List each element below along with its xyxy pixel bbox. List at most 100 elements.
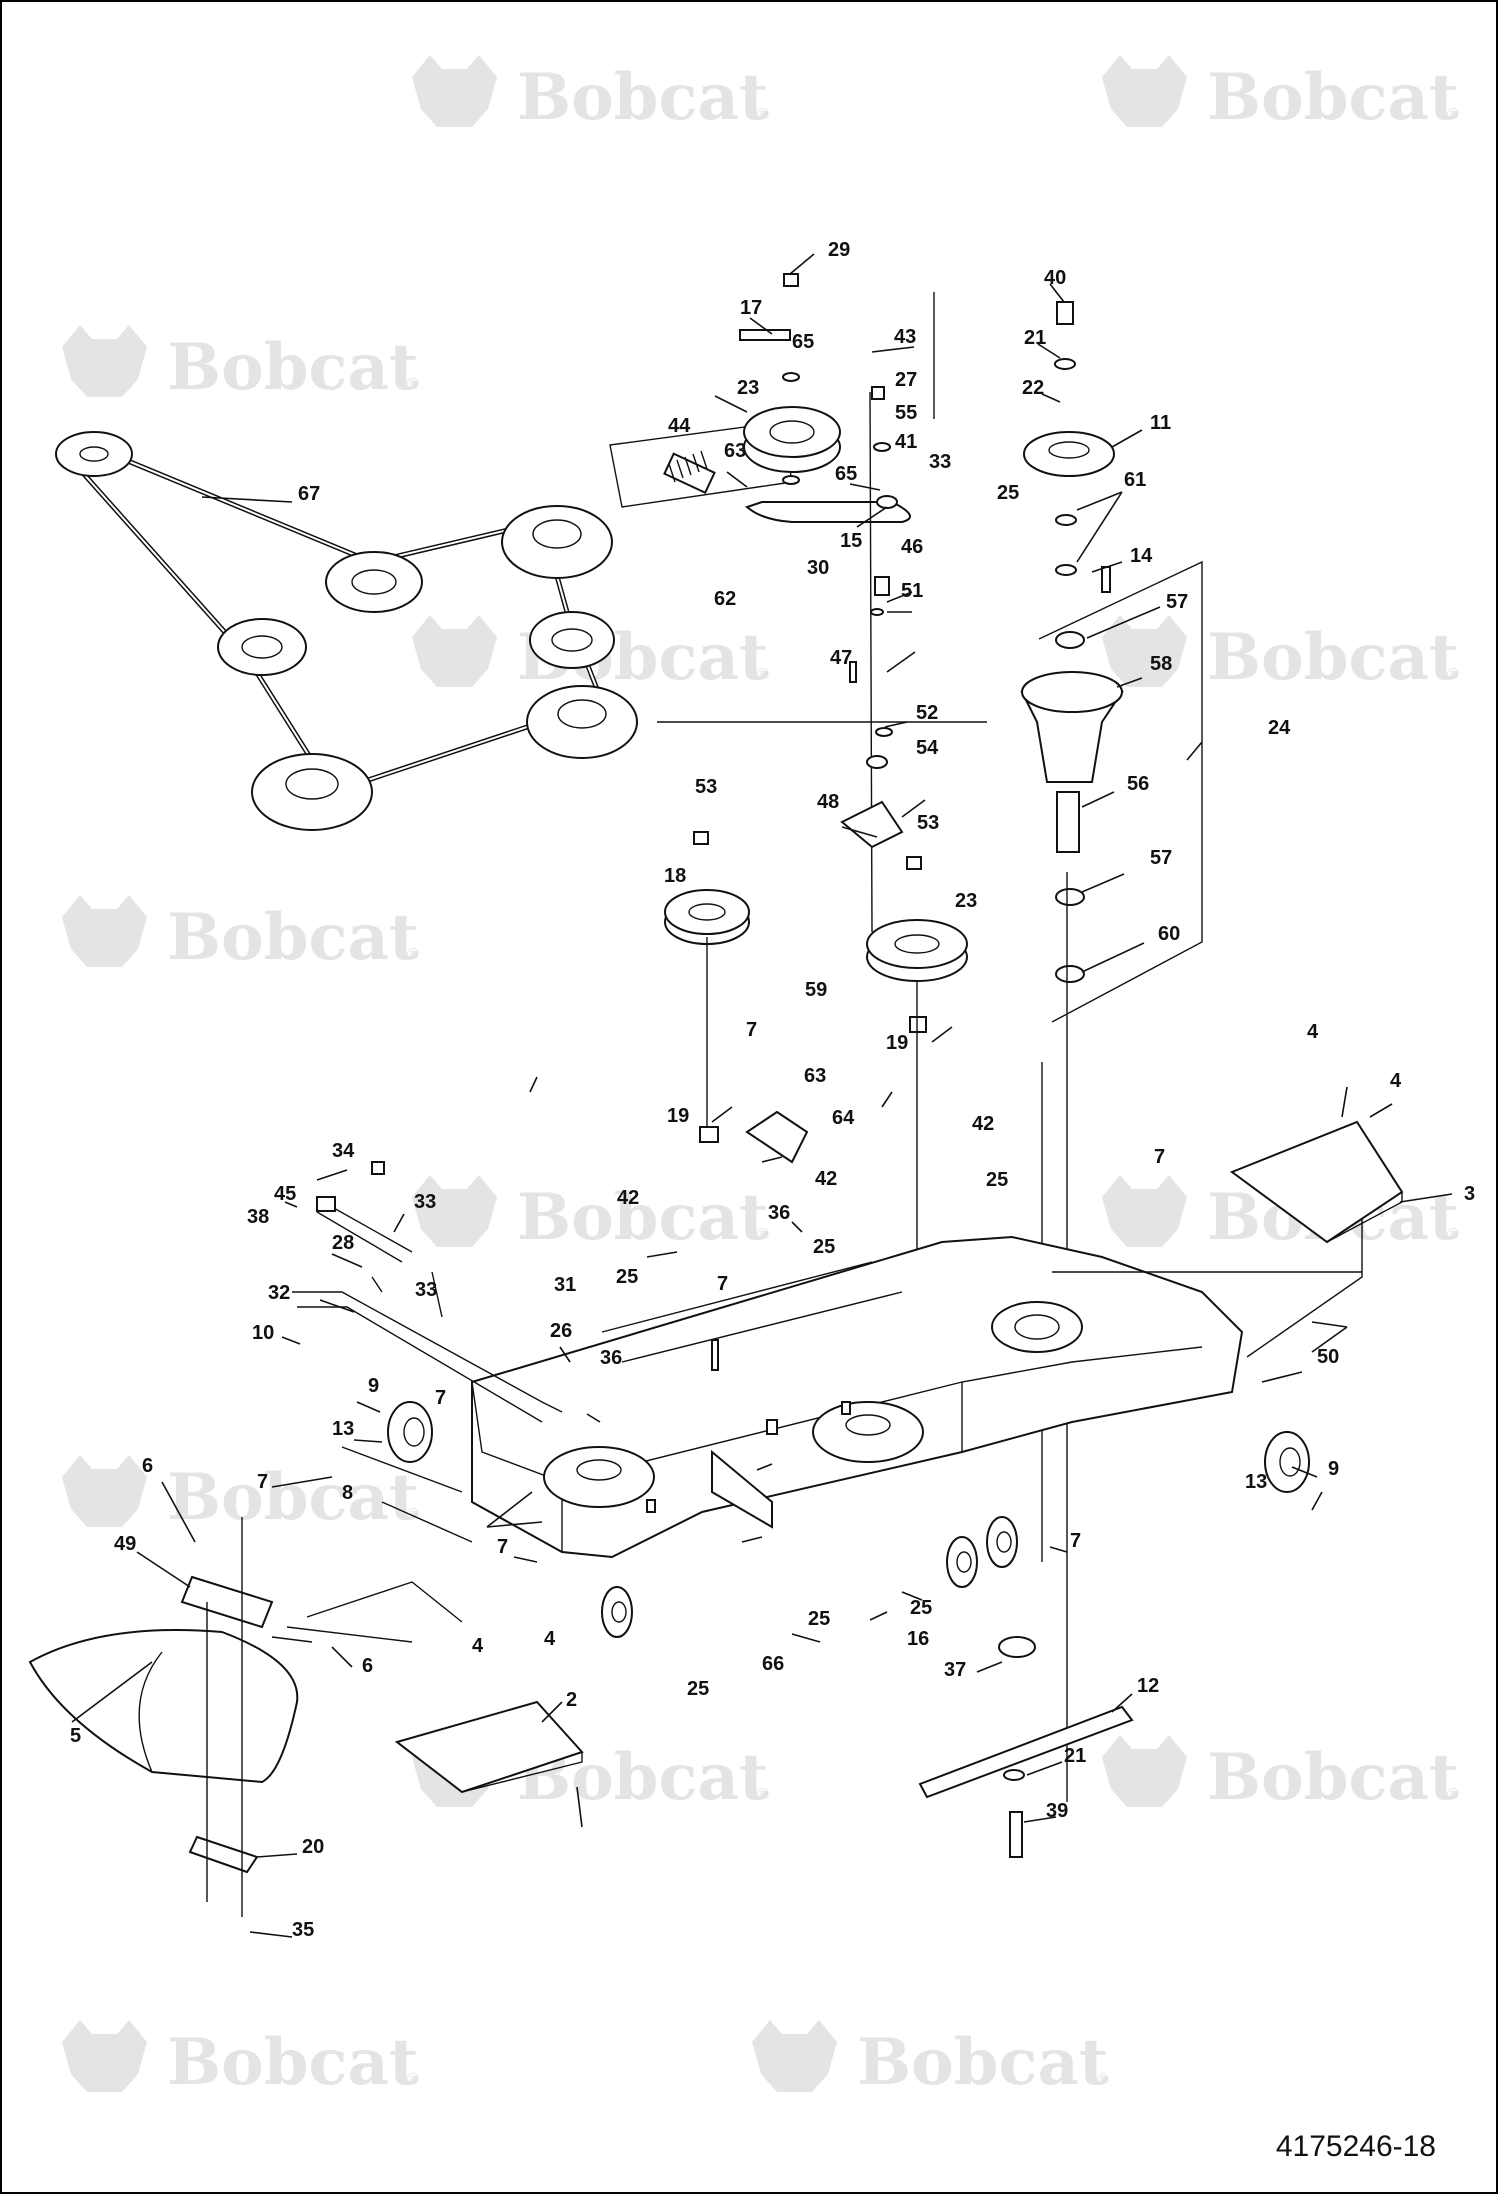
part-callout-7: 7 <box>1154 1146 1165 1168</box>
watermark-brand-text: Bobcat <box>1207 60 1459 135</box>
part-callout-25: 25 <box>616 1266 638 1288</box>
part-callout-24: 24 <box>1268 717 1291 739</box>
part-callout-25: 25 <box>997 482 1019 504</box>
part-callout-9: 9 <box>1328 1458 1339 1480</box>
part-callout-57: 57 <box>1166 591 1188 613</box>
bobcat-logo-icon: Bobcat® <box>62 2020 419 2100</box>
belt-shield-left <box>394 1700 584 1794</box>
part-callout-59: 59 <box>805 979 827 1001</box>
part-callout-7: 7 <box>435 1387 446 1409</box>
part-callout-36: 36 <box>768 1202 790 1224</box>
belt-pulley <box>217 618 307 676</box>
watermark-brand-text: Bobcat <box>167 1460 419 1535</box>
part-callout-29: 29 <box>828 239 850 261</box>
part-callout-23: 23 <box>737 377 759 399</box>
part-callout-13: 13 <box>1245 1471 1267 1493</box>
part-callout-19: 19 <box>667 1105 689 1127</box>
part-callout-56: 56 <box>1127 773 1149 795</box>
part-callout-21: 21 <box>1024 327 1046 349</box>
part-callout-48: 48 <box>817 791 839 813</box>
belt-pulley <box>501 505 613 579</box>
watermark-registered-mark: ® <box>407 376 419 393</box>
belt-pulley <box>529 611 615 669</box>
part-callout-55: 55 <box>895 402 917 424</box>
watermark-registered-mark: ® <box>757 1786 769 1803</box>
bobcat-logo-icon: Bobcat® <box>412 55 769 135</box>
bobcat-logo-icon: Bobcat® <box>752 2020 1109 2100</box>
watermark-registered-mark: ® <box>1447 106 1459 123</box>
pulley-group <box>664 661 968 1302</box>
part-callout-2: 2 <box>566 1689 577 1711</box>
watermark-registered-mark: ® <box>757 106 769 123</box>
part-callout-63: 63 <box>724 440 746 462</box>
part-callout-64: 64 <box>832 1107 855 1129</box>
part-callout-41: 41 <box>895 431 917 453</box>
bobcat-logo-icon: Bobcat® <box>62 325 419 405</box>
part-callout-3: 3 <box>1464 1183 1475 1205</box>
part-callout-42: 42 <box>617 1187 639 1209</box>
part-callout-4: 4 <box>1307 1021 1319 1043</box>
part-callout-35: 35 <box>292 1919 314 1941</box>
part-callout-9: 9 <box>368 1375 379 1397</box>
watermark-registered-mark: ® <box>407 1506 419 1523</box>
part-callout-42: 42 <box>815 1168 837 1190</box>
part-callout-28: 28 <box>332 1232 354 1254</box>
part-callout-65: 65 <box>792 331 814 353</box>
watermark-registered-mark: ® <box>407 946 419 963</box>
caster-wheel <box>1264 1431 1310 1493</box>
part-callout-12: 12 <box>1137 1675 1159 1697</box>
part-callout-65: 65 <box>835 463 857 485</box>
part-callout-43: 43 <box>894 326 916 348</box>
part-callout-61: 61 <box>1124 469 1146 491</box>
part-callout-40: 40 <box>1044 267 1066 289</box>
bobcat-logo-icon: Bobcat® <box>1102 615 1459 695</box>
part-callout-7: 7 <box>257 1471 268 1493</box>
lift-linkage <box>271 1161 563 1643</box>
part-callout-46: 46 <box>901 536 923 558</box>
caster-wheel <box>387 1401 433 1463</box>
bobcat-logo-icon: Bobcat® <box>62 895 419 975</box>
part-callout-8: 8 <box>342 1482 353 1504</box>
part-callout-25: 25 <box>910 1597 932 1619</box>
part-callout-25: 25 <box>808 1608 830 1630</box>
part-callout-26: 26 <box>550 1320 572 1342</box>
callout-leader-lines <box>71 253 1453 1938</box>
part-callout-53: 53 <box>917 812 939 834</box>
part-callout-33: 33 <box>415 1279 437 1301</box>
part-callout-67: 67 <box>298 483 320 505</box>
watermark-brand-text: Bobcat <box>167 330 419 405</box>
part-callout-5: 5 <box>70 1725 81 1747</box>
part-callout-4: 4 <box>544 1628 556 1650</box>
caster-wheel <box>946 1536 978 1588</box>
drawing-number: 4175246-18 <box>1275 2130 1436 2163</box>
part-callout-7: 7 <box>1070 1530 1081 1552</box>
watermark-registered-mark: ® <box>757 1226 769 1243</box>
watermark-brand-text: Bobcat <box>857 2025 1109 2100</box>
part-callout-66: 66 <box>762 1653 784 1675</box>
part-callout-44: 44 <box>668 415 691 437</box>
bobcat-logo-icon: Bobcat® <box>412 1175 769 1255</box>
watermark-brand-text: Bobcat <box>517 60 769 135</box>
part-callout-22: 22 <box>1022 377 1044 399</box>
part-callout-7: 7 <box>497 1536 508 1558</box>
belt-pulley <box>526 685 638 759</box>
part-callout-7: 7 <box>717 1273 728 1295</box>
watermark-registered-mark: ® <box>1447 666 1459 683</box>
part-callout-23: 23 <box>955 890 977 912</box>
part-callout-32: 32 <box>268 1282 290 1304</box>
part-callout-4: 4 <box>472 1635 484 1657</box>
part-callout-13: 13 <box>332 1418 354 1440</box>
part-callout-33: 33 <box>414 1191 436 1213</box>
part-callout-58: 58 <box>1150 653 1172 675</box>
part-callout-34: 34 <box>332 1140 355 1162</box>
part-callout-60: 60 <box>1158 923 1180 945</box>
part-callout-16: 16 <box>907 1628 929 1650</box>
watermark-registered-mark: ® <box>407 2071 419 2088</box>
part-callout-14: 14 <box>1130 545 1153 567</box>
part-callout-7: 7 <box>746 1019 757 1041</box>
part-callout-57: 57 <box>1150 847 1172 869</box>
part-callout-15: 15 <box>840 530 862 552</box>
belt-pulley <box>325 551 423 613</box>
